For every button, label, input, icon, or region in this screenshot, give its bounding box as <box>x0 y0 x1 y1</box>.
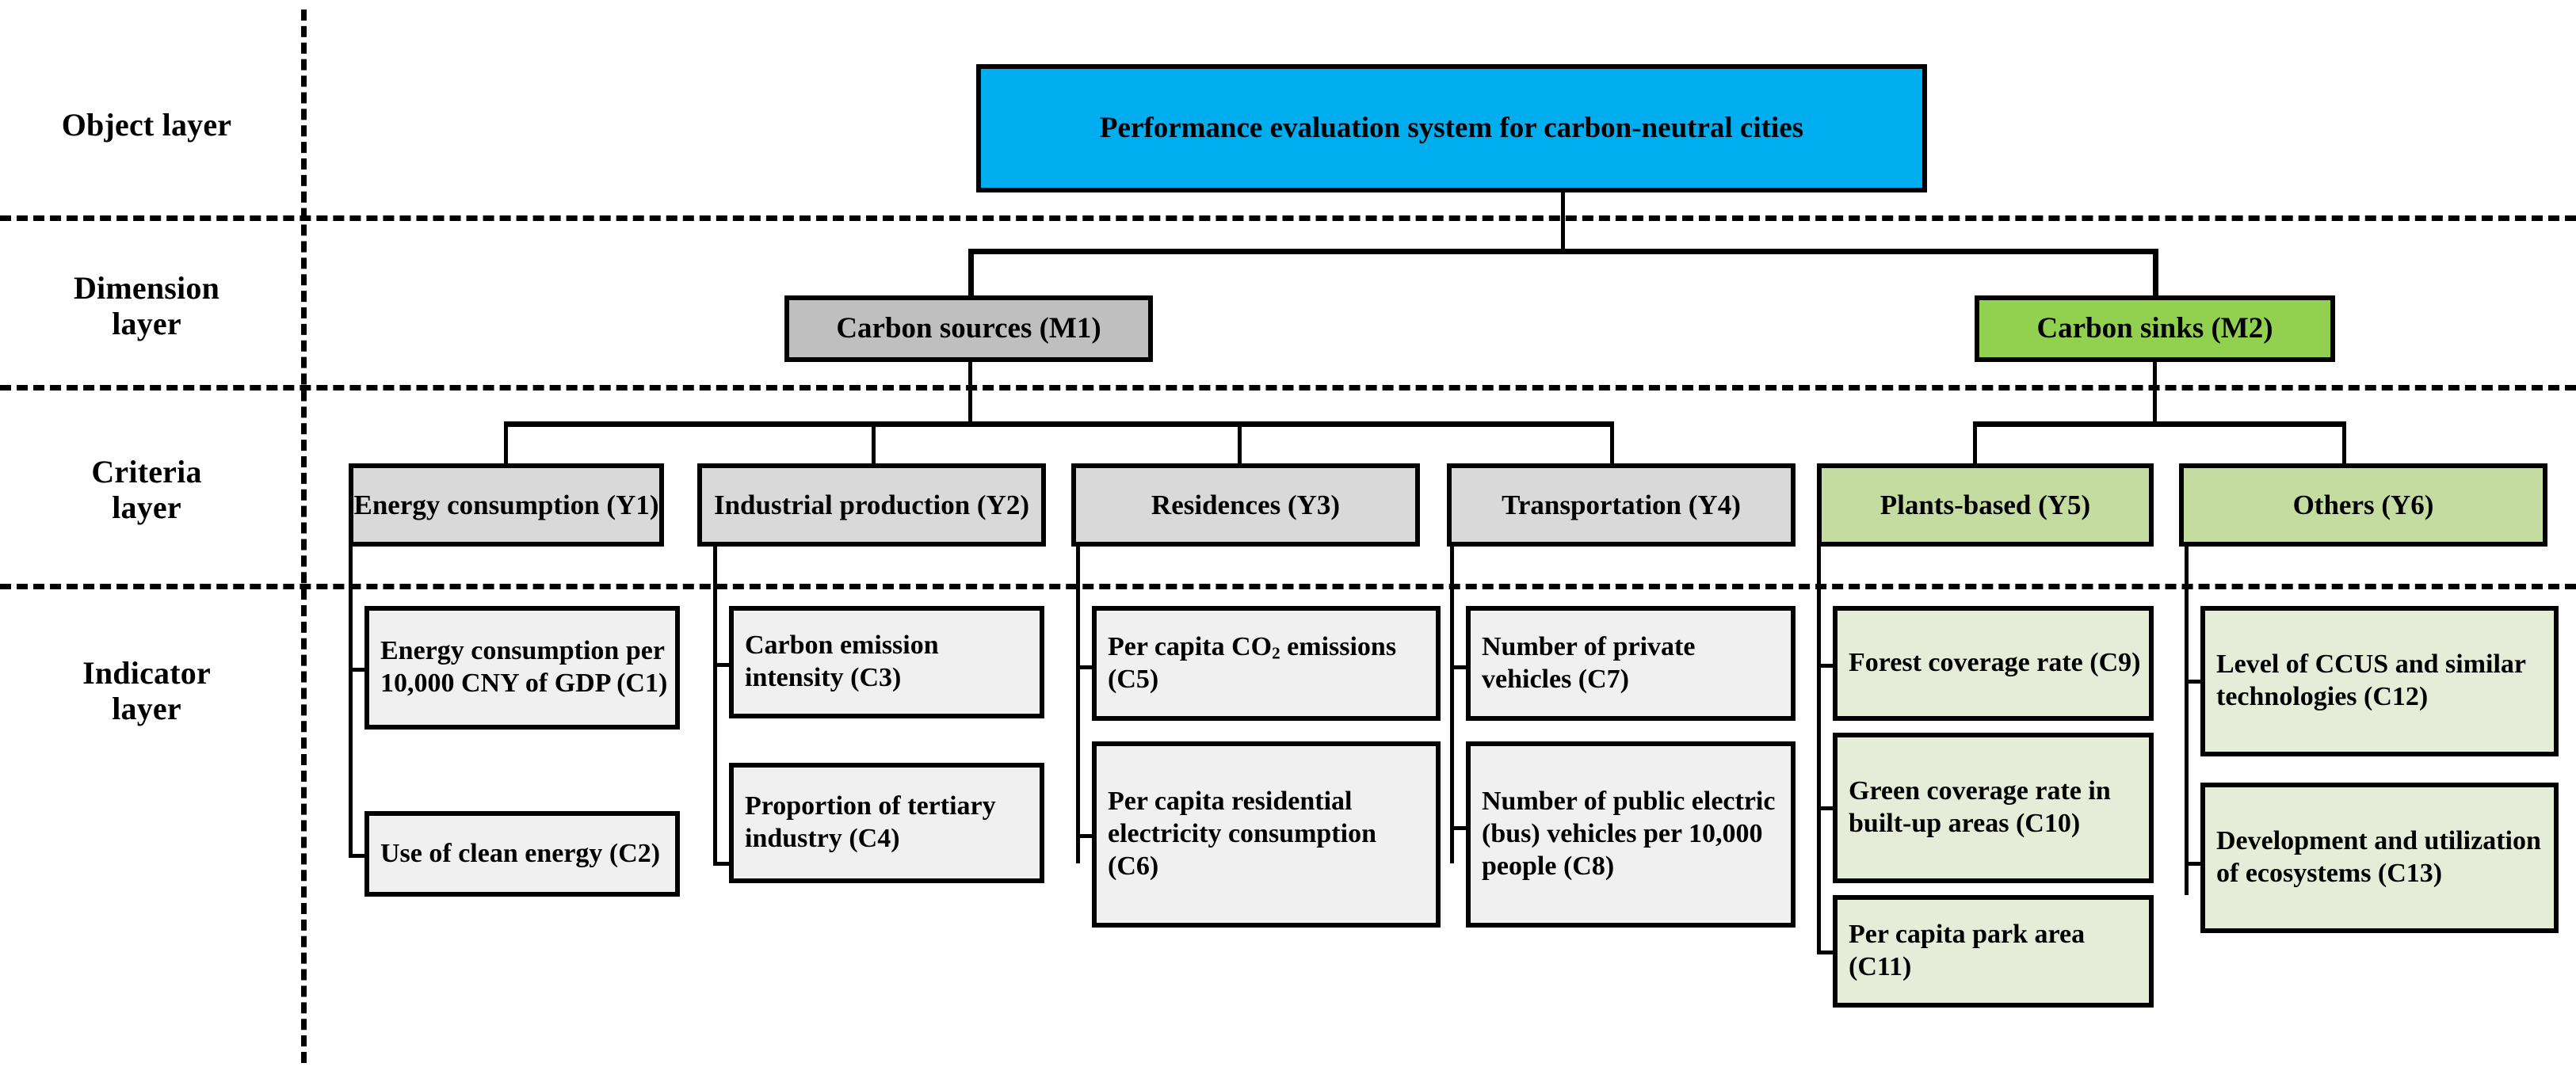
node-dimension-m1[interactable]: Carbon sources (M1) <box>784 295 1153 362</box>
node-indicator-c4[interactable]: Proportion of tertiary industry (C4) <box>729 763 1044 883</box>
bracket-stub-c12 <box>2185 680 2205 684</box>
connector-criteria-drop-y2 <box>872 421 876 499</box>
bracket-spine-y5 <box>1817 547 1821 951</box>
bracket-stub-c8 <box>1450 826 1471 830</box>
divider-criteria-indicator <box>0 584 2576 589</box>
node-indicator-c6[interactable]: Per capita residential electricity consu… <box>1092 741 1441 928</box>
node-criteria-y4-label: Transportation (Y4) <box>1502 489 1741 520</box>
connector-dimension-bus <box>968 249 2158 254</box>
node-root-label: Performance evaluation system for carbon… <box>1099 111 1804 144</box>
layer-label-dimension-line1: Dimension <box>73 270 220 306</box>
layer-label-indicator-line2: layer <box>112 690 181 726</box>
node-indicator-c3-label: Carbon emission intensity (C3) <box>745 631 939 692</box>
connector-root-stem <box>1561 192 1565 252</box>
node-indicator-c10[interactable]: Green coverage rate in built-up areas (C… <box>1833 733 2154 883</box>
node-indicator-c12-label: Level of CCUS and similar technologies (… <box>2216 650 2526 711</box>
node-indicator-c2-label: Use of clean energy (C2) <box>380 838 661 868</box>
divider-vertical-label-column <box>301 10 307 1063</box>
node-criteria-y2[interactable]: Industrial production (Y2) <box>697 463 1046 547</box>
node-indicator-c9[interactable]: Forest coverage rate (C9) <box>1833 606 2154 721</box>
connector-criteria-drop-y3 <box>1238 421 1242 499</box>
connector-criteria-drop-y5 <box>1973 421 1977 499</box>
node-indicator-c1[interactable]: Energy consumption per 10,000 CNY of GDP… <box>364 606 680 730</box>
node-criteria-y3[interactable]: Residences (Y3) <box>1071 463 1420 547</box>
layer-label-indicator-line1: Indicator <box>82 655 211 691</box>
connector-dimension-drop-m2 <box>2153 249 2158 315</box>
node-indicator-c8[interactable]: Number of public electric (bus) vehicles… <box>1466 741 1796 928</box>
node-indicator-c10-label: Green coverage rate in built-up areas (C… <box>1849 776 2111 838</box>
layer-label-indicator: Indicator layer <box>0 655 293 727</box>
connector-m1-stem <box>968 360 972 423</box>
bracket-stub-c9 <box>1817 664 1838 668</box>
node-criteria-y5-label: Plants-based (Y5) <box>1880 489 2091 520</box>
node-criteria-y4[interactable]: Transportation (Y4) <box>1447 463 1796 547</box>
node-indicator-c3[interactable]: Carbon emission intensity (C3) <box>729 606 1044 718</box>
node-criteria-y5[interactable]: Plants-based (Y5) <box>1817 463 2154 547</box>
node-criteria-y6-label: Others (Y6) <box>2292 489 2434 520</box>
connector-criteria-drop-y6 <box>2342 421 2346 499</box>
node-criteria-y1[interactable]: Energy consumption (Y1) <box>349 463 664 547</box>
bracket-spine-y2 <box>713 547 717 863</box>
node-indicator-c9-label: Forest coverage rate (C9) <box>1849 648 2141 678</box>
layer-label-criteria: Criteria layer <box>0 454 293 526</box>
layer-label-dimension-line2: layer <box>112 305 181 341</box>
bracket-spine-y4 <box>1450 547 1454 863</box>
bracket-spine-y6 <box>2185 547 2189 895</box>
bracket-stub-c2 <box>349 854 369 858</box>
node-indicator-c8-label: Number of public electric (bus) vehicles… <box>1482 787 1776 881</box>
bracket-stub-c13 <box>2185 862 2205 866</box>
node-indicator-c6-label: Per capita residential electricity consu… <box>1108 787 1376 881</box>
node-dimension-m2[interactable]: Carbon sinks (M2) <box>1975 295 2335 362</box>
node-criteria-y3-label: Residences (Y3) <box>1151 489 1341 520</box>
layer-label-object: Object layer <box>0 107 293 143</box>
node-indicator-c2[interactable]: Use of clean energy (C2) <box>364 811 680 897</box>
node-indicator-c1-label: Energy consumption per 10,000 CNY of GDP… <box>380 636 668 698</box>
node-indicator-c5[interactable]: Per capita CO2 emissions (C5) <box>1092 606 1441 721</box>
node-criteria-y1-label: Energy consumption (Y1) <box>353 489 659 520</box>
connector-dimension-drop-m1 <box>968 249 974 315</box>
node-criteria-y2-label: Industrial production (Y2) <box>713 489 1030 520</box>
node-indicator-c13-label: Development and utilization of ecosystem… <box>2216 826 2541 888</box>
bracket-stub-c1 <box>349 668 369 672</box>
layer-label-dimension: Dimension layer <box>0 270 293 342</box>
node-indicator-c13[interactable]: Development and utilization of ecosystem… <box>2200 783 2559 933</box>
bracket-stub-c10 <box>1817 806 1838 810</box>
node-indicator-c4-label: Proportion of tertiary industry (C4) <box>745 791 996 853</box>
node-root-performance-system[interactable]: Performance evaluation system for carbon… <box>976 64 1927 192</box>
bracket-stub-c4 <box>713 862 734 866</box>
bracket-stub-c11 <box>1817 951 1838 954</box>
node-indicator-c5-label: Per capita CO2 emissions (C5) <box>1108 631 1397 694</box>
node-indicator-c11-label: Per capita park area (C11) <box>1849 920 2086 981</box>
bracket-spine-y3 <box>1076 547 1080 863</box>
connector-criteria-drop-y4 <box>1610 421 1614 499</box>
connector-criteria-drop-y1 <box>504 421 508 499</box>
bracket-stub-c3 <box>713 663 734 667</box>
node-criteria-y6[interactable]: Others (Y6) <box>2179 463 2547 547</box>
bracket-stub-c5 <box>1076 665 1097 669</box>
divider-object-dimension <box>0 215 2576 221</box>
node-dimension-m1-label: Carbon sources (M1) <box>836 311 1101 345</box>
node-indicator-c7-label: Number of private vehicles (C7) <box>1482 631 1696 694</box>
bracket-spine-y1 <box>349 547 353 855</box>
node-indicator-c12[interactable]: Level of CCUS and similar technologies (… <box>2200 606 2559 756</box>
bracket-stub-c6 <box>1076 834 1097 838</box>
node-dimension-m2-label: Carbon sinks (M2) <box>2036 311 2273 345</box>
bracket-stub-c7 <box>1450 665 1471 669</box>
node-indicator-c11[interactable]: Per capita park area (C11) <box>1833 895 2154 1008</box>
layer-label-criteria-line2: layer <box>112 489 181 525</box>
layer-label-criteria-line1: Criteria <box>91 454 202 490</box>
node-indicator-c7[interactable]: Number of private vehicles (C7) <box>1466 606 1796 721</box>
connector-criteria-bus-left <box>504 421 1613 427</box>
divider-dimension-criteria <box>0 385 2576 391</box>
connector-m2-stem <box>2153 360 2157 423</box>
connector-criteria-bus-right <box>1973 421 2345 427</box>
layer-label-object-line1: Object layer <box>61 107 232 143</box>
